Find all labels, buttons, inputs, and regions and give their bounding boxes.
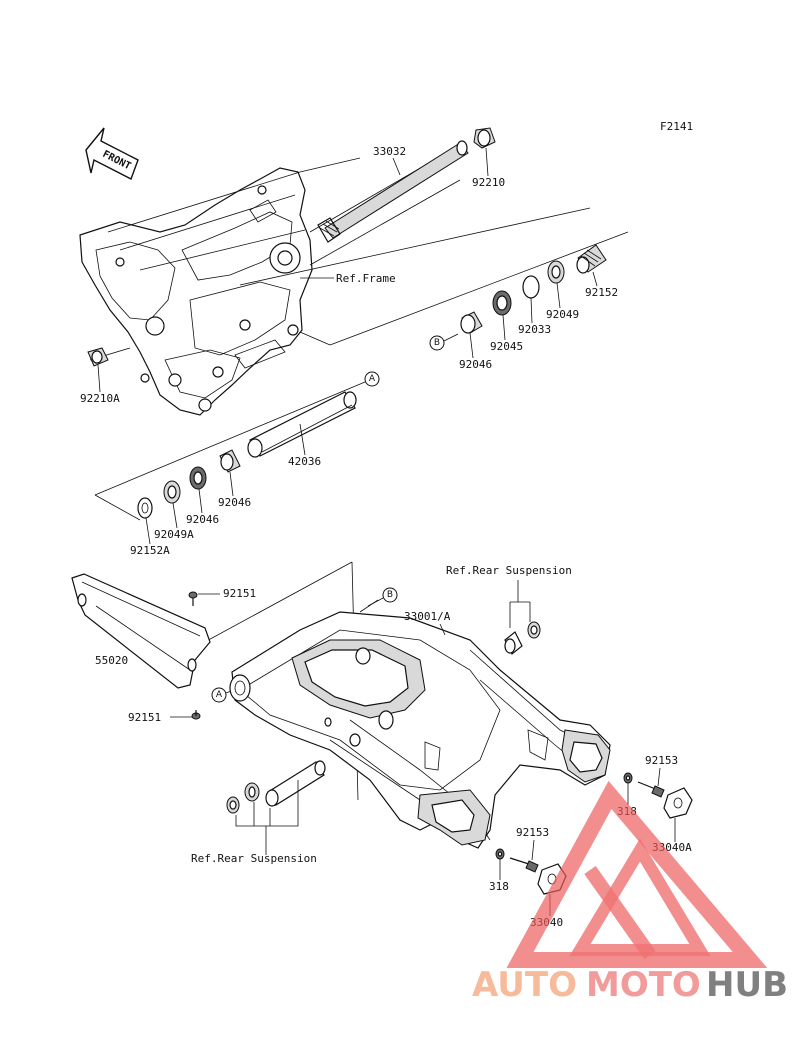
- svg-text:B: B: [434, 338, 440, 348]
- nut-318-mid: [495, 848, 505, 860]
- watermark-logo-icon: [506, 780, 768, 968]
- part-label-92210a: 92210A: [80, 392, 120, 405]
- part-label-92033: 92033: [518, 323, 551, 336]
- ref-frame-label: Ref.Frame: [336, 272, 396, 285]
- nut-92210: [473, 127, 496, 149]
- circlip-92033: [522, 275, 540, 299]
- swingarm-33001a: [229, 611, 611, 849]
- part-label-92046-upper: 92046: [459, 358, 492, 371]
- svg-text:A: A: [216, 690, 223, 700]
- nut-318-right: [623, 772, 633, 784]
- part-label-33001a: 33001/A: [404, 610, 451, 623]
- callout-a-upper: A: [364, 371, 380, 387]
- adjuster-bolt-92153-mid: [509, 857, 539, 873]
- part-label-92153-right: 92153: [645, 754, 678, 767]
- part-label-92153-mid: 92153: [516, 826, 549, 839]
- part-label-33032: 33032: [373, 145, 406, 158]
- bearing-92045: [492, 290, 512, 316]
- part-label-92152a: 92152A: [130, 544, 170, 557]
- watermark-auto: AUTO: [472, 965, 577, 1005]
- part-label-55020: 55020: [95, 654, 128, 667]
- callout-a-lower: A: [211, 687, 227, 703]
- part-label-92046-mid: 92046: [218, 496, 251, 509]
- assembly-lines-upper: [89, 144, 629, 521]
- nut-92210a: [87, 347, 109, 367]
- part-label-92151-top: 92151: [223, 587, 256, 600]
- bushing-rear-suspension-top: [504, 621, 541, 655]
- sleeve-42036: [247, 391, 357, 458]
- frame-drawing: [79, 167, 313, 416]
- diagram-code: F2141: [660, 120, 693, 133]
- svg-text:A: A: [369, 374, 376, 384]
- bushing-rear-suspension-bottom: [226, 760, 326, 814]
- part-label-92151-bottom: 92151: [128, 711, 161, 724]
- watermark-moto: MOTO: [586, 965, 701, 1005]
- automotohub-watermark: AUTO MOTO HUB: [472, 780, 788, 1005]
- svg-text:B: B: [387, 590, 393, 600]
- part-label-42036: 42036: [288, 455, 321, 468]
- chain-guard-55020: [71, 573, 211, 689]
- adjuster-bolt-92153-right: [637, 781, 665, 798]
- assembly-line-diag: [189, 561, 353, 651]
- bearing-92046-upper: [460, 311, 483, 334]
- part-label-92045: 92045: [490, 340, 523, 353]
- front-arrow-icon: FRONT: [85, 127, 139, 180]
- part-label-92210: 92210: [472, 176, 505, 189]
- ref-rear-suspension-top: Ref.Rear Suspension: [446, 564, 572, 577]
- watermark-hub: HUB: [706, 965, 788, 1005]
- part-label-92046-low: 92046: [186, 513, 219, 526]
- screw-92151-bottom: [191, 710, 201, 720]
- collar-92152a: [137, 497, 153, 519]
- part-label-318-mid: 318: [489, 880, 509, 893]
- part-label-92152: 92152: [585, 286, 618, 299]
- part-label-92049: 92049: [546, 308, 579, 321]
- callout-b-lower: B: [382, 587, 398, 603]
- chain-adjuster-33040a: [663, 787, 693, 819]
- bearing-92046-mid: [219, 449, 241, 473]
- part-label-92049a: 92049A: [154, 528, 194, 541]
- bearing-92046-low: [189, 466, 207, 490]
- collar-92152: [576, 244, 607, 274]
- seal-92049: [547, 260, 565, 284]
- callout-b-upper: B: [429, 335, 445, 351]
- pivot-shaft-33032: [317, 140, 469, 243]
- ref-rear-suspension-bottom: Ref.Rear Suspension: [191, 852, 317, 865]
- seal-92049a: [163, 480, 181, 504]
- screw-92151-top: [188, 591, 198, 606]
